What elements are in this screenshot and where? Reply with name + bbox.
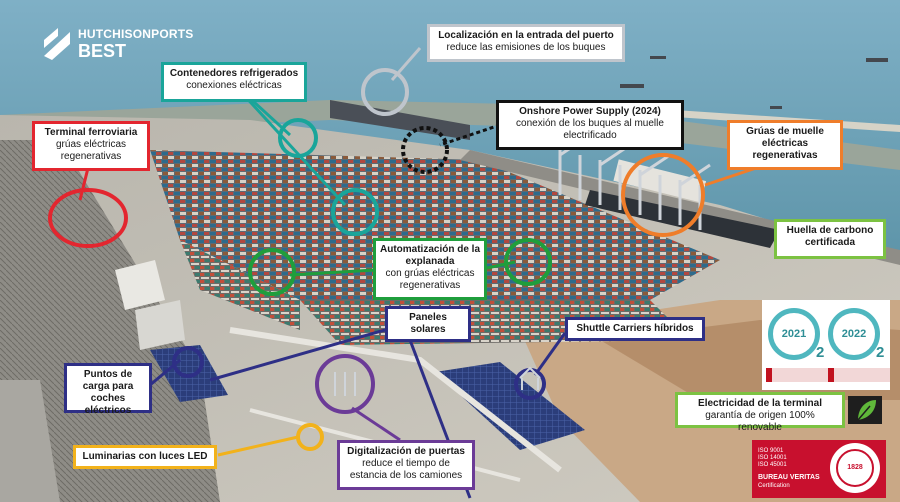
circle-shuttle: [514, 368, 546, 400]
label-electricidad-sub: garantía de origen 100% renovable: [705, 410, 815, 433]
logo-mark-icon: [44, 28, 70, 60]
logo-sub: BEST: [78, 41, 127, 61]
label-ferroviaria: Terminal ferroviaria grúas eléctricas re…: [32, 121, 150, 171]
seal-2021: 2021: [768, 308, 820, 360]
connector-paneles: [209, 328, 386, 382]
label-onshore-sub: conexión de los buques al muelle electri…: [516, 118, 664, 141]
connector-digitalizacion: [351, 406, 401, 442]
label-onshore: Onshore Power Supply (2024) conexión de …: [496, 100, 684, 150]
label-localizacion-title: Localización en la entrada del puerto: [438, 30, 614, 41]
label-localizacion-sub: reduce las emisiones de los buques: [446, 42, 606, 53]
label-digitalizacion-title: Digitalización de puertas: [347, 446, 465, 457]
label-automatizacion: Automatización de la explanada con grúas…: [373, 238, 487, 300]
label-huella: Huella de carbono certificada: [774, 219, 886, 259]
label-contenedores-sub: conexiones eléctricas: [186, 80, 282, 91]
connector-onshore: [439, 123, 501, 147]
circle-automatizacion-2: [504, 238, 552, 286]
circle-automatizacion-1: [248, 248, 296, 296]
connector-automatizacion: [289, 268, 376, 277]
label-shuttle: Shuttle Carriers híbridos: [565, 317, 705, 341]
label-shuttle-title: Shuttle Carriers híbridos: [576, 323, 694, 334]
carbon-certificates: 2021 2 2022 2: [762, 300, 890, 390]
label-electricidad: Electricidad de la terminal garantía de …: [675, 392, 845, 433]
label-luminarias: Luminarias con luces LED: [73, 445, 217, 469]
label-digitalizacion-sub: reduce el tiempo de estancia de los cami…: [349, 458, 463, 481]
label-digitalizacion: Digitalización de puertas reduce el tiem…: [337, 440, 475, 490]
label-huella-title: Huella de carbono certificada: [786, 225, 874, 248]
bv-seal: 1828: [830, 443, 880, 493]
circle-contenedores-1: [278, 118, 318, 158]
leaf-icon-panel: [848, 396, 882, 424]
label-contenedores-title: Contenedores refrigerados: [169, 68, 299, 79]
bv-seal-inner: 1828: [836, 449, 874, 487]
leaf-icon: [857, 400, 876, 421]
label-automatizacion-sub: con grúas eléctricas regenerativas: [385, 268, 475, 291]
seal-2022-digit: 2: [876, 344, 885, 361]
bv-sub: Certification: [758, 483, 790, 489]
label-puntos-title: Puntos de carga para coches eléctricos: [82, 369, 134, 416]
seal-2022-year: 2022: [841, 328, 867, 340]
label-gruas-muelle-title: Grúas de muelle eléctricas regenerativas: [746, 126, 824, 161]
seal-2021-digit: 2: [816, 344, 825, 361]
circle-ferroviaria: [48, 188, 128, 248]
circle-digitalizacion: [315, 354, 375, 414]
connector-luminarias: [217, 435, 299, 457]
label-luminarias-title: Luminarias con luces LED: [82, 451, 208, 462]
connector-shuttle: [533, 332, 567, 376]
gov-logo-2: [828, 368, 890, 382]
label-electricidad-title: Electricidad de la terminal: [698, 398, 822, 409]
label-paneles: Paneles solares: [385, 306, 471, 342]
label-automatizacion-title: Automatización de la explanada: [380, 244, 481, 267]
label-localizacion: Localización en la entrada del puerto re…: [427, 24, 625, 62]
label-gruas-muelle: Grúas de muelle eléctricas regenerativas: [727, 120, 843, 170]
circle-localizacion: [361, 68, 409, 116]
circle-onshore: [401, 126, 449, 174]
circle-puntos: [172, 346, 204, 378]
circle-luminarias: [296, 423, 324, 451]
gov-logo-1: [766, 368, 828, 382]
label-onshore-title: Onshore Power Supply (2024): [519, 106, 661, 117]
label-ferroviaria-sub: grúas eléctricas regenerativas: [55, 139, 127, 162]
bv-year: 1828: [847, 464, 863, 471]
hutchison-ports-logo: HUTCHISONPORTS BEST: [44, 24, 194, 64]
seal-2021-year: 2021: [781, 328, 807, 340]
bureau-veritas-badge: ISO 9001 ISO 14001 ISO 45001 BUREAU VERI…: [752, 440, 886, 498]
bv-name: BUREAU VERITAS: [758, 474, 820, 481]
circle-contenedores-2: [331, 188, 379, 236]
label-contenedores: Contenedores refrigerados conexiones elé…: [161, 62, 307, 102]
label-ferroviaria-title: Terminal ferroviaria: [44, 127, 138, 138]
label-puntos: Puntos de carga para coches eléctricos: [64, 363, 152, 416]
circle-gruas: [621, 153, 705, 237]
iso-list: ISO 9001 ISO 14001 ISO 45001: [758, 448, 787, 468]
seal-2022: 2022: [828, 308, 880, 360]
connector-automatizacion-2: [486, 260, 516, 270]
logo-brand: HUTCHISONPORTS: [78, 27, 194, 41]
label-paneles-title: Paneles solares: [409, 312, 447, 335]
